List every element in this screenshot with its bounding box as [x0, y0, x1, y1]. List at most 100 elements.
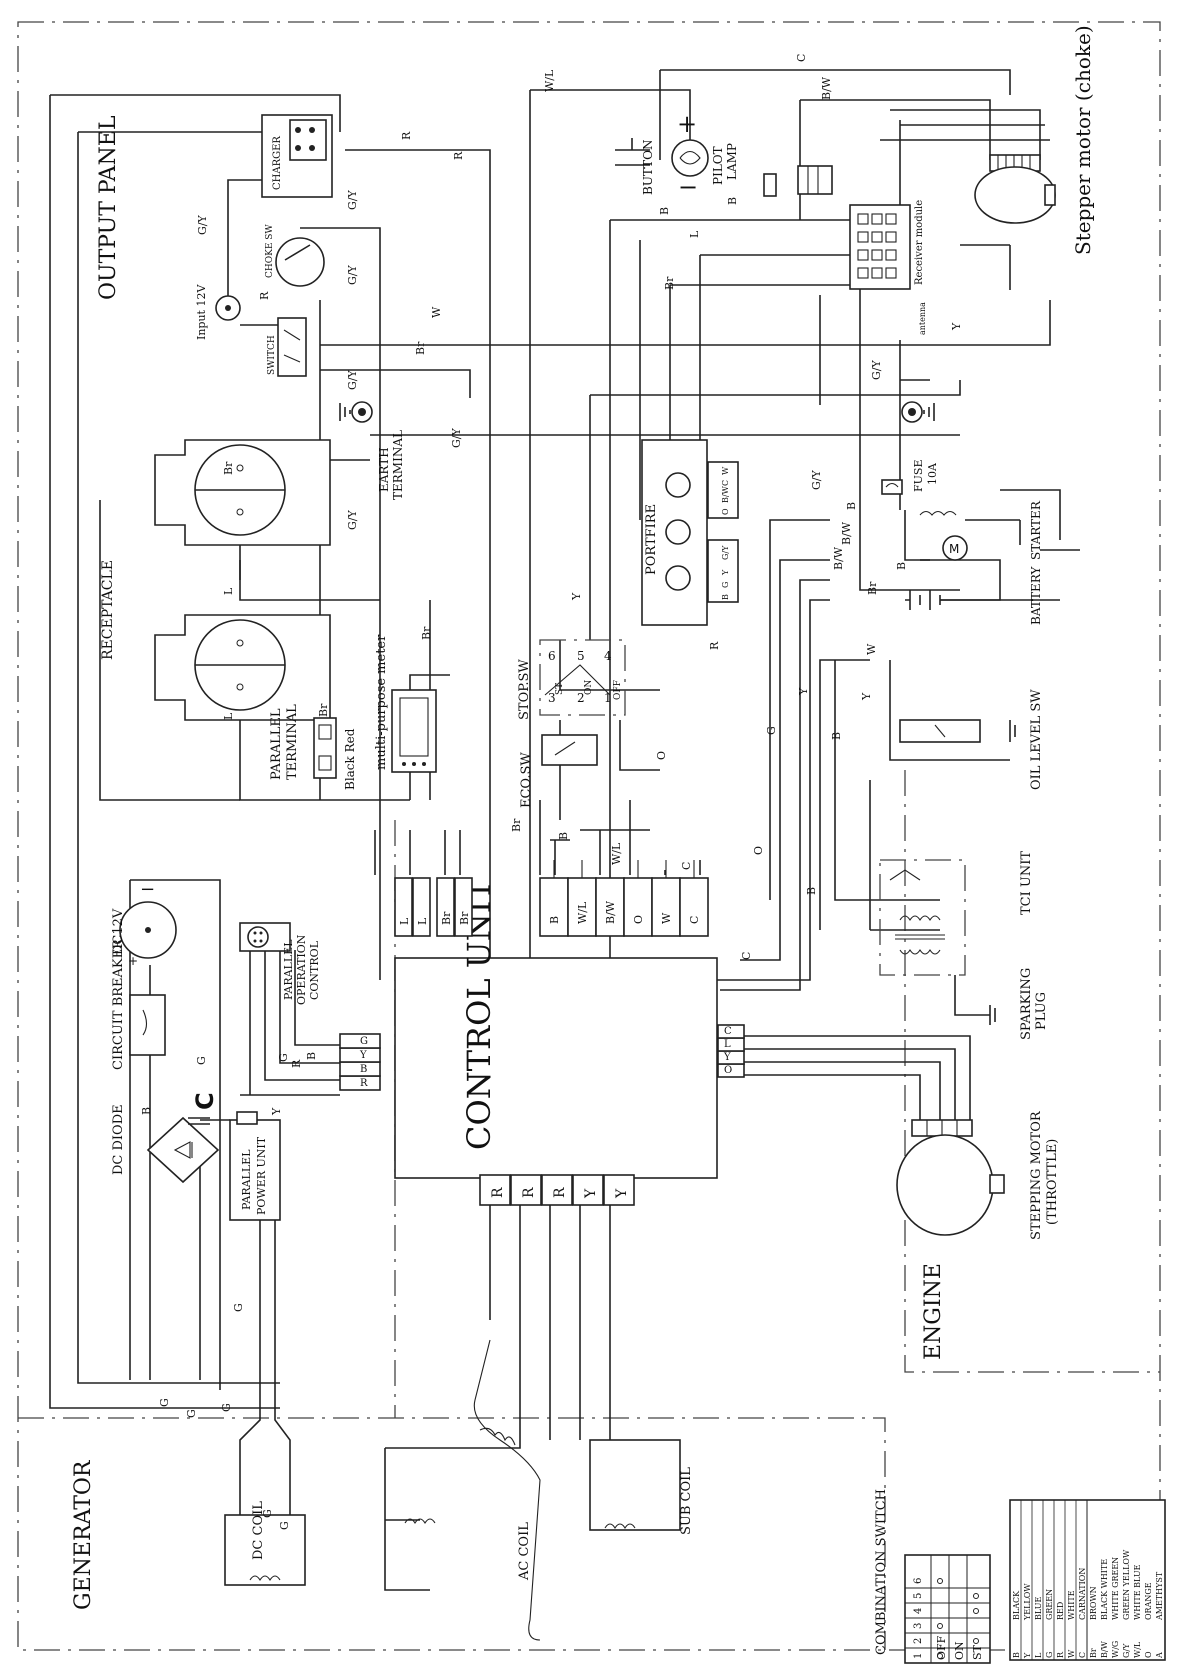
eco-sw-label: ECO.SW: [519, 752, 534, 808]
stepping-motor-label-1: STEPPING MOTOR: [1029, 1110, 1044, 1240]
portfire-top-pin-0: O: [721, 508, 730, 515]
receptacle-label: RECEPTACLE: [100, 560, 116, 660]
capacitor-label: C: [191, 1092, 219, 1110]
tci-unit-label: TCI UNIT: [1019, 851, 1034, 915]
stop-pos-1: 1: [604, 691, 612, 705]
charger: CHARGER: [261, 114, 333, 198]
dc-coil: DC COIL: [224, 1501, 306, 1586]
dc12v-minus: −: [140, 879, 155, 900]
wire-label: B: [895, 562, 908, 570]
parallel-operation-control: PARALLEL OPERATION CONTROL: [239, 922, 321, 1005]
oil-level-sw-label: OIL LEVEL SW: [1029, 689, 1044, 790]
input-12v-label: Input 12V: [195, 284, 208, 340]
choke-switch: CHOKE SW: [265, 224, 325, 287]
engine-label: ENGINE: [921, 1263, 946, 1360]
lamp-plus: +: [677, 110, 697, 138]
meter-plug-cell: [394, 877, 413, 937]
legend-name-red: RED: [1056, 1602, 1065, 1620]
legend-code-a: A: [1155, 1652, 1164, 1659]
comb-row-st: ST: [971, 1644, 984, 1660]
wire-label: G: [278, 1521, 291, 1530]
circuit-breaker: CIRCUIT BREAKER: [111, 938, 166, 1070]
wire-label: G/Y: [196, 215, 209, 235]
control-right-pin-cell: [717, 1050, 745, 1065]
earth-terminal-label-2: TERMINAL: [391, 430, 405, 500]
portfire-top-connector: O B/W C W: [721, 466, 730, 515]
combination-switch-title: COMBINATION SWITCH: [874, 1489, 889, 1655]
control-right-pin-cell: [717, 1024, 745, 1039]
wire-label: Br: [414, 341, 427, 355]
power-switch: SWITCH: [267, 317, 307, 377]
legend-code-w: W: [1067, 1649, 1076, 1658]
wire-label: O: [752, 846, 765, 855]
wire-label: R: [400, 131, 413, 140]
wire-label: B/W: [820, 76, 833, 100]
wire-label: B: [305, 1052, 318, 1060]
control-top-pin-cell: [679, 877, 709, 937]
portfire: PORTFIRE O B/W C W B G Y G/Y: [641, 439, 739, 626]
legend-code-y: Y: [1023, 1652, 1032, 1659]
button: BUTTON: [615, 138, 655, 195]
wire-label: G/Y: [346, 190, 359, 210]
wire-label: G/Y: [346, 265, 359, 285]
legend-code-w/g: W/G: [1111, 1641, 1120, 1658]
legend-code-g: G: [1045, 1652, 1054, 1658]
control-top-pin-label: B/W: [604, 900, 617, 924]
fuse-label-2: 10A: [926, 462, 939, 485]
stepping-motor-throttle: STEPPING MOTOR (THROTTLE): [896, 1110, 1060, 1240]
parallel-operation-control-label-1: PARALLEL: [282, 939, 295, 1000]
earth-terminal-label-1: EARTH: [377, 447, 391, 492]
legend-code-g/y: G/Y: [1122, 1643, 1131, 1658]
control-top-pin-cell: [623, 877, 653, 937]
wire-label: G/Y: [870, 360, 883, 380]
control-top-pin-label: B: [548, 916, 561, 924]
control-left-pin-label: Y: [359, 1050, 367, 1061]
sparking-plug: SPARKING PLUG: [954, 968, 1049, 1040]
wire-label: Br: [663, 276, 676, 290]
portfire-bottom-connector: B G Y G/Y: [721, 545, 730, 600]
wire-label: L: [222, 587, 235, 595]
comb-header-2: 2: [913, 1638, 924, 1644]
control-bottom-pin-label: Y: [583, 1188, 599, 1199]
battery: BATTERY: [905, 566, 1043, 625]
lamp-minus: −: [678, 173, 698, 201]
control-bottom-pin-cell: [603, 1174, 635, 1206]
wire-label: G/Y: [346, 370, 359, 390]
battery-label: BATTERY: [1029, 566, 1043, 625]
capacitor: C: [188, 1092, 219, 1125]
dc-diode-label: DC DIODE: [111, 1104, 126, 1175]
comb-header-3: 3: [913, 1623, 924, 1629]
wire-label: W/L: [610, 842, 623, 865]
button-label: BUTTON: [641, 140, 655, 196]
portfire-top-pin-1: B/W: [721, 485, 730, 503]
control-bottom-pin-label: R: [521, 1187, 537, 1198]
legend-name-white: WHITE: [1067, 1590, 1076, 1620]
stop-pos-1-label: OFF: [613, 680, 623, 700]
control-left-pin-label: R: [360, 1078, 368, 1089]
wire-label: L: [222, 712, 235, 720]
dc-coil-label: DC COIL: [251, 1501, 266, 1560]
wire-label: B/W: [840, 521, 853, 545]
stop-pos-2: 2: [577, 691, 585, 705]
eco-switch: ECO.SW: [519, 734, 598, 808]
tci-unit: TCI UNIT: [879, 851, 1034, 976]
portfire-bottom-pin-1: G: [721, 582, 730, 588]
legend-name-brown: BROWN: [1089, 1586, 1098, 1620]
ac-coil: AC COIL: [384, 1330, 541, 1641]
wire-label: B: [845, 502, 858, 510]
control-right-pin-label: Y: [723, 1052, 731, 1063]
wire-label: R: [708, 641, 721, 650]
wire-label: G: [185, 1409, 198, 1418]
legend-name-green: GREEN: [1045, 1589, 1054, 1620]
legend-code-c: C: [1078, 1652, 1087, 1658]
ac-coil-label: AC COIL: [517, 1522, 532, 1581]
portfire-label: PORTFIRE: [644, 504, 659, 575]
wire-label: C: [740, 952, 753, 960]
pilot-lamp-label-2: LAMP: [725, 143, 739, 180]
generator-label: GENERATOR: [71, 1459, 96, 1610]
